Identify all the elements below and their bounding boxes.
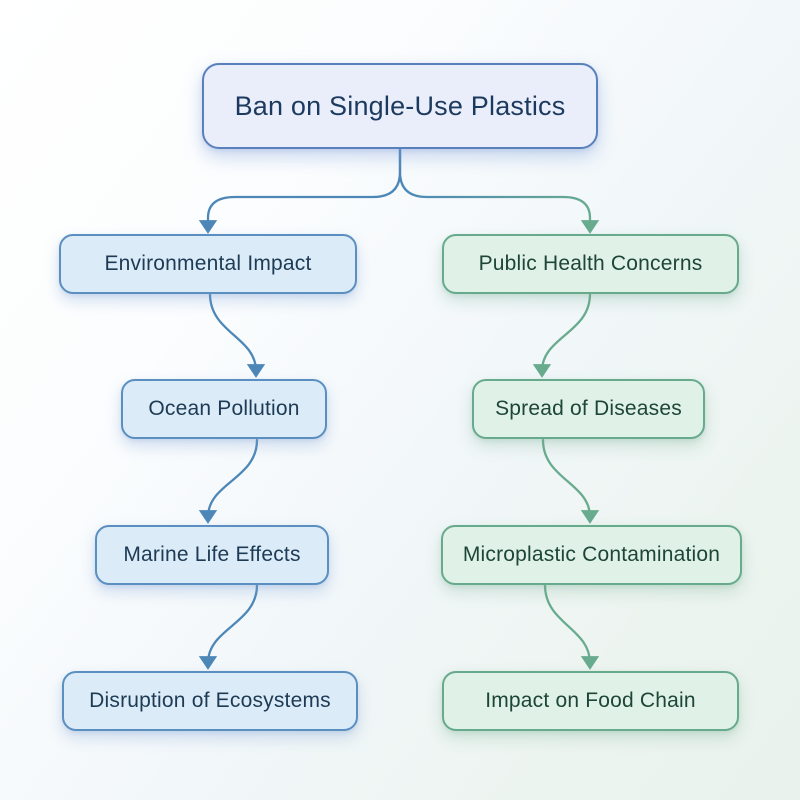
connector-environmental-to-ocean — [208, 292, 266, 378]
node-environmental-impact: Environmental Impact — [59, 234, 357, 294]
connector-diseases-to-microplastic — [541, 438, 600, 524]
node-ban-on-single-use-plastics: Ban on Single-Use Plastics — [202, 63, 598, 149]
node-spread-of-diseases: Spread of Diseases — [472, 379, 705, 439]
node-ocean-pollution: Ocean Pollution — [121, 379, 327, 439]
connector-ocean-to-marine — [198, 438, 259, 524]
connector-health-to-diseases — [532, 292, 592, 378]
connector-marine-to-disruption — [198, 583, 259, 670]
node-marine-life-effects: Marine Life Effects — [95, 525, 329, 585]
connector-root-to-health — [398, 147, 600, 234]
node-disruption-of-ecosystems: Disruption of Ecosystems — [62, 671, 358, 731]
node-microplastic-contamination: Microplastic Contamination — [441, 525, 742, 585]
node-impact-on-food-chain: Impact on Food Chain — [442, 671, 739, 731]
connector-microplastic-to-foodchain — [543, 583, 600, 670]
connector-root-to-environmental — [198, 147, 402, 234]
node-public-health-concerns: Public Health Concerns — [442, 234, 739, 294]
